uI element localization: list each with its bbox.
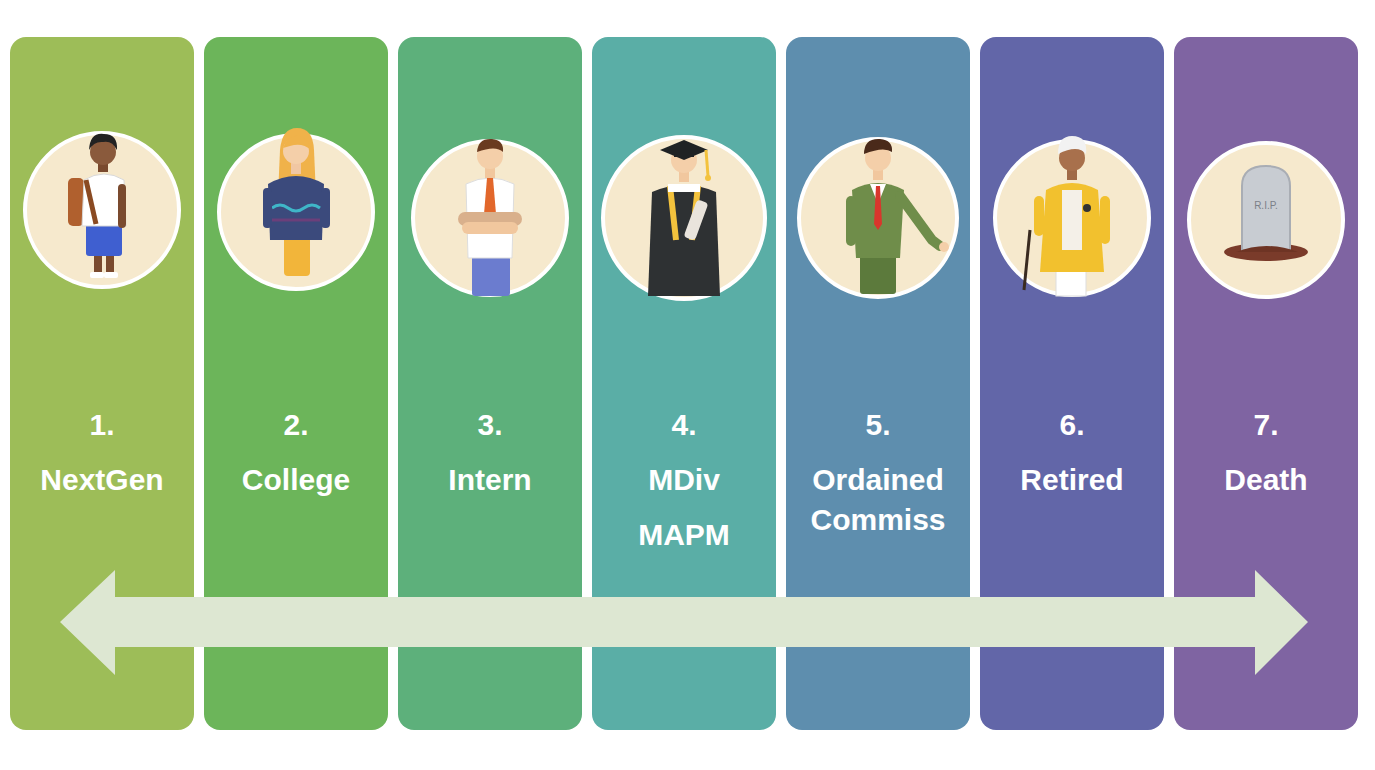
portrait-circles-part bbox=[995, 141, 1149, 295]
stage-label: College bbox=[210, 460, 382, 500]
student-figure-part bbox=[104, 272, 118, 278]
student-figure-part bbox=[86, 222, 122, 256]
column-text-block: 3. Intern bbox=[398, 405, 582, 500]
tombstone-figure-part bbox=[1236, 246, 1298, 252]
timeline-arrow bbox=[60, 570, 1308, 675]
college-student-figure-part bbox=[284, 236, 310, 276]
stage-label: NextGen bbox=[16, 460, 188, 500]
student-figure-part bbox=[68, 178, 84, 226]
tombstone-figure-part bbox=[1242, 166, 1290, 250]
retired-figure-part bbox=[1062, 190, 1082, 250]
graduate-figure-part bbox=[706, 150, 708, 176]
portrait-circles-part bbox=[603, 137, 765, 299]
stage-number: 6. bbox=[986, 405, 1158, 445]
stage-number: 4. bbox=[598, 405, 770, 445]
student-figure-part bbox=[90, 272, 104, 278]
stage-label: Death bbox=[1180, 460, 1352, 500]
graduate-figure-part bbox=[674, 150, 694, 157]
minister-figure-part bbox=[874, 186, 882, 230]
college-student-figure-part bbox=[283, 136, 311, 150]
stage-number: 1. bbox=[16, 405, 188, 445]
tombstone-inscription: R.I.P. bbox=[1254, 200, 1278, 211]
college-student-figure-part bbox=[263, 188, 272, 228]
stage-label: Intern bbox=[404, 460, 576, 500]
student-figure-part bbox=[89, 134, 117, 150]
student-figure-part bbox=[86, 180, 96, 224]
portrait-circles-part bbox=[1189, 143, 1343, 297]
stage-number: 3. bbox=[404, 405, 576, 445]
graduate-figure bbox=[648, 140, 720, 296]
stage-number: 5. bbox=[792, 405, 964, 445]
student-figure bbox=[68, 134, 126, 278]
minister-figure bbox=[846, 139, 949, 294]
graduate-figure-part bbox=[684, 199, 709, 241]
college-student-figure-part bbox=[272, 219, 320, 222]
intern-figure-part bbox=[472, 256, 510, 296]
graduate-figure-part bbox=[660, 140, 708, 160]
column-text-block: 4. MDivMAPM bbox=[592, 405, 776, 555]
retired-figure bbox=[1024, 136, 1110, 296]
column-text-block: 6. Retired bbox=[980, 405, 1164, 500]
retired-figure-part bbox=[1040, 183, 1104, 272]
portrait-circles-part bbox=[25, 133, 179, 287]
graduate-figure-part bbox=[668, 184, 700, 192]
stage-label: Retired bbox=[986, 460, 1158, 500]
stage-label: MDiv bbox=[598, 460, 770, 500]
stage-label: MAPM bbox=[598, 515, 770, 555]
intern-figure-part bbox=[462, 222, 518, 234]
graduate-figure-part bbox=[705, 175, 711, 181]
stage-number: 7. bbox=[1180, 405, 1352, 445]
graduate-figure-part bbox=[648, 185, 720, 296]
college-student-figure-part bbox=[321, 188, 330, 228]
retired-figure-part bbox=[1034, 196, 1044, 236]
intern-figure bbox=[458, 139, 522, 296]
minister-figure-part bbox=[900, 196, 940, 246]
minister-figure-part bbox=[864, 139, 892, 154]
portrait-circles-part bbox=[219, 135, 373, 289]
retired-figure-part bbox=[1058, 136, 1086, 154]
college-student-figure-part bbox=[268, 176, 324, 240]
portrait-circles-part bbox=[413, 141, 567, 295]
college-student-figure-part bbox=[272, 205, 320, 211]
stage-number: 2. bbox=[210, 405, 382, 445]
retired-figure-part bbox=[1024, 230, 1030, 290]
portrait-circles-part bbox=[799, 139, 957, 297]
portrait-circles bbox=[25, 133, 1343, 299]
stage-label: Ordained Commiss bbox=[792, 460, 964, 540]
retired-figure-part bbox=[1100, 196, 1110, 244]
intern-figure-part bbox=[477, 139, 503, 152]
college-student-figure bbox=[263, 128, 330, 276]
tombstone-figure bbox=[1224, 166, 1308, 261]
student-figure-part bbox=[118, 184, 126, 228]
retired-figure-part bbox=[1083, 204, 1091, 212]
column-text-block: 1. NextGen bbox=[10, 405, 194, 500]
column-text-block: 2. College bbox=[204, 405, 388, 500]
column-text-block: 5. Ordained Commiss bbox=[786, 405, 970, 540]
column-text-block: 7. Death bbox=[1174, 405, 1358, 500]
minister-figure-part bbox=[939, 242, 949, 252]
minister-figure-part bbox=[846, 196, 856, 246]
